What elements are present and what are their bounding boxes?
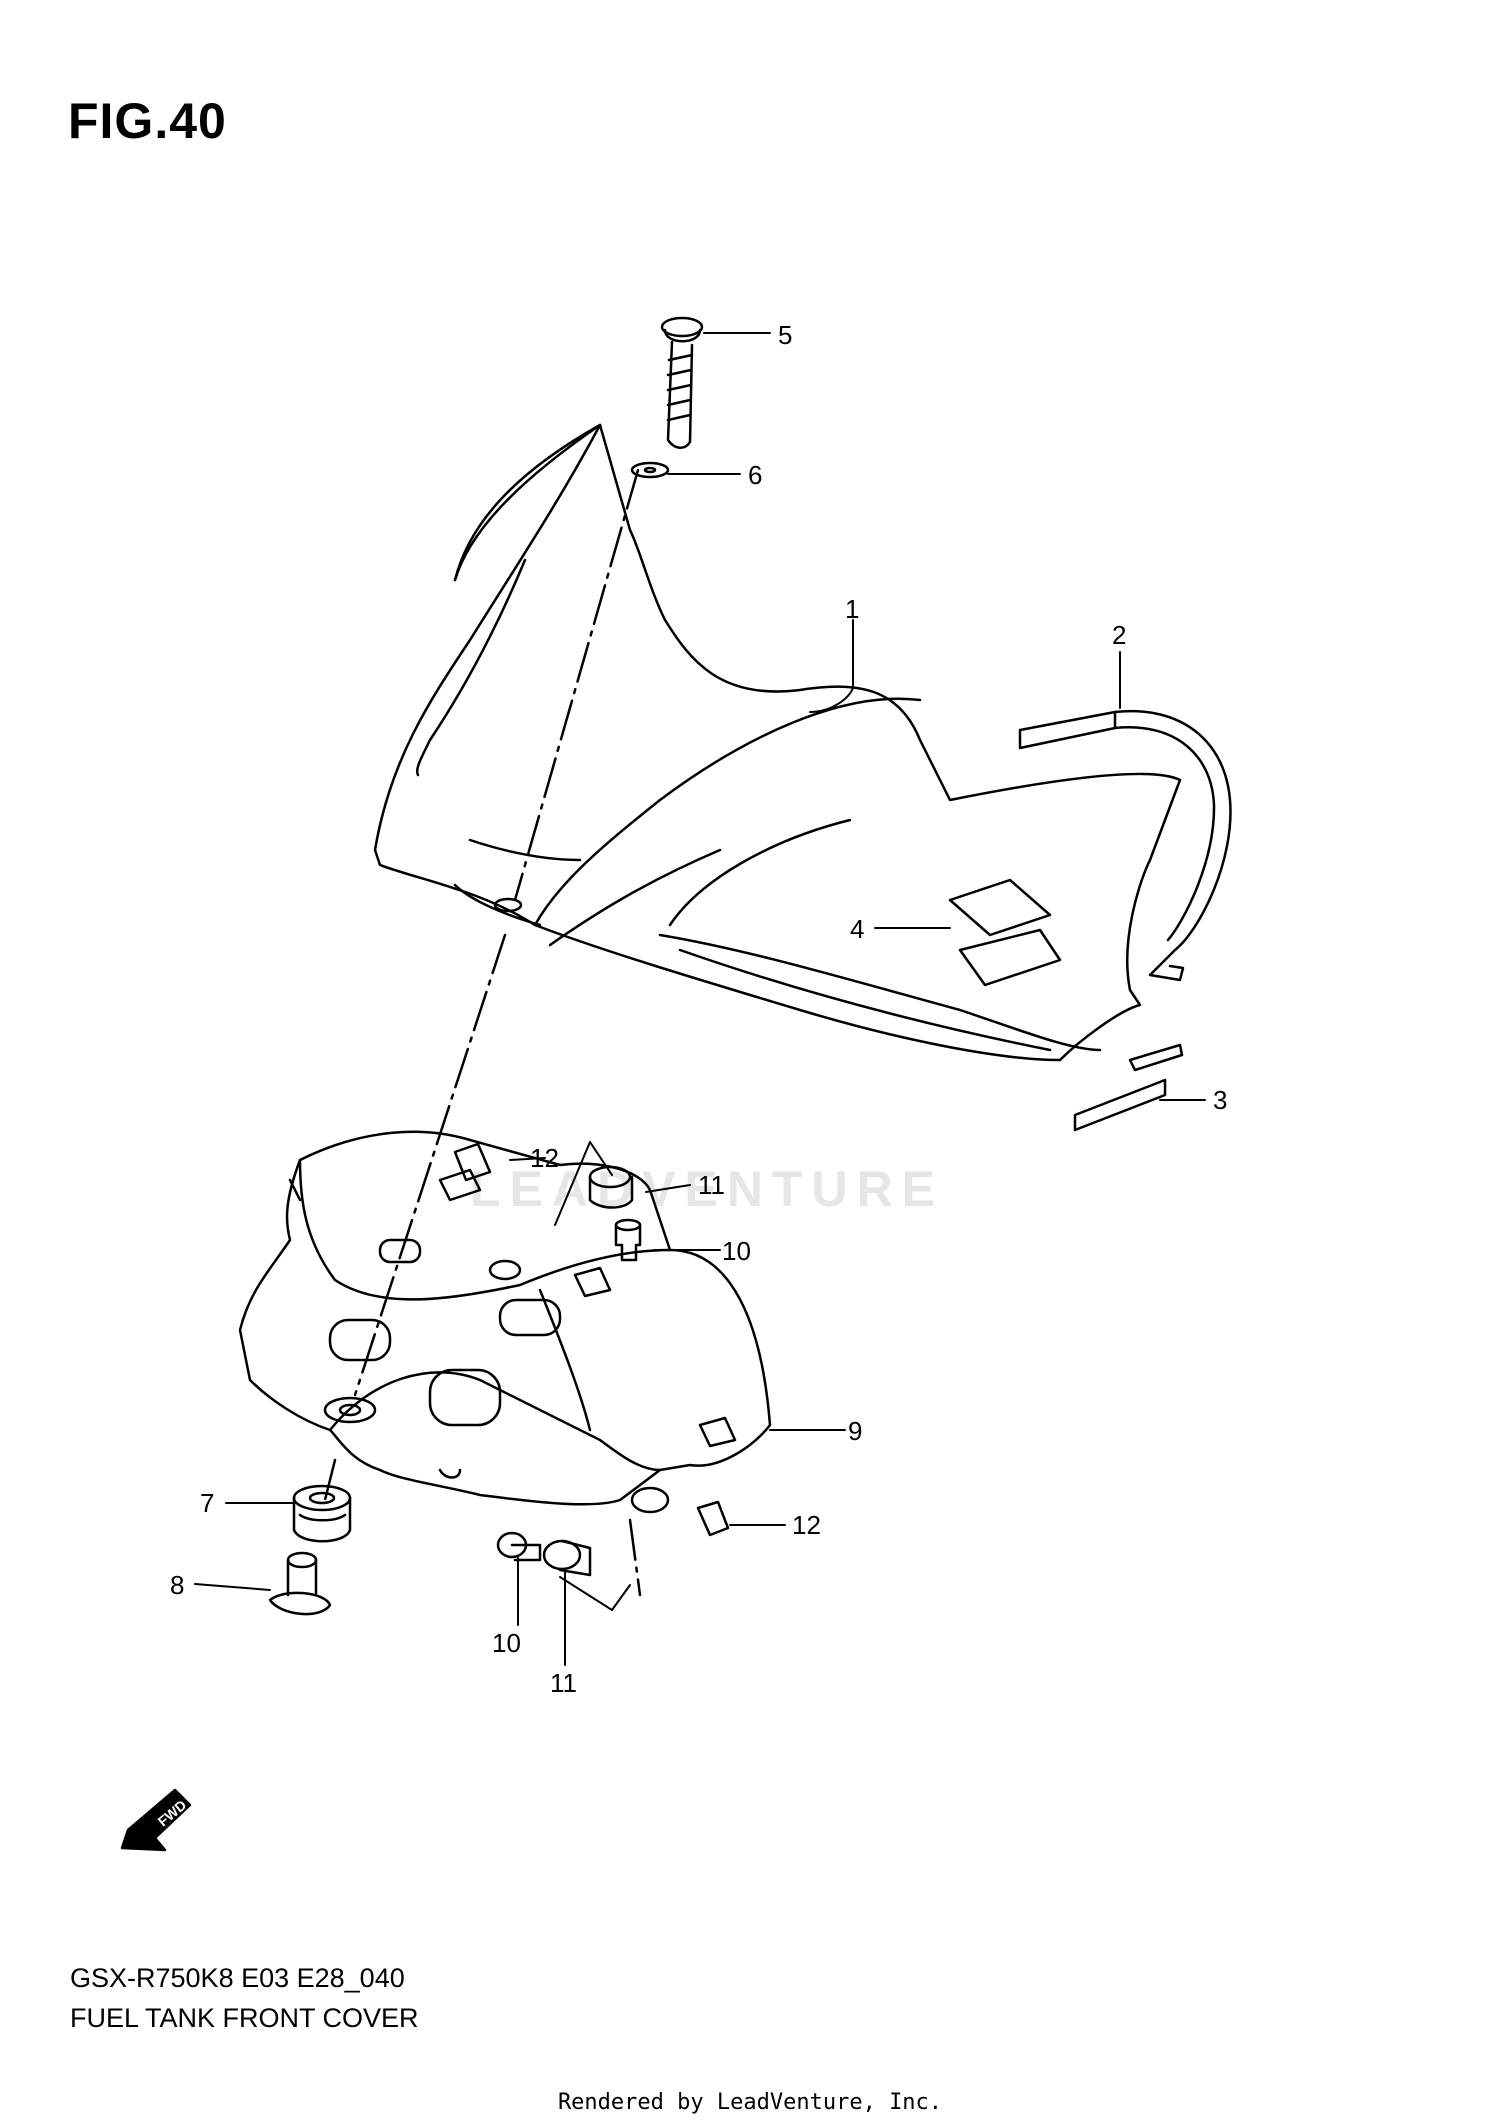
rendered-by-credit: Rendered by LeadVenture, Inc. xyxy=(557,2090,943,2115)
alignment-lines xyxy=(323,468,642,1597)
callout-4: 4 xyxy=(850,914,865,944)
callout-6: 6 xyxy=(748,460,763,490)
callout-7: 7 xyxy=(200,1488,215,1518)
watermark-text: LEADVENTURE xyxy=(470,1161,945,1217)
forward-arrow-icon xyxy=(120,1788,192,1852)
washer-part xyxy=(630,461,670,479)
callout-3: 3 xyxy=(1213,1085,1228,1115)
front-cover-part xyxy=(373,423,1182,1062)
callout-11-lower: 11 xyxy=(550,1668,577,1698)
callout-8: 8 xyxy=(170,1570,185,1600)
collar-part-8 xyxy=(268,1551,332,1616)
callout-5: 5 xyxy=(778,320,793,350)
screw-part xyxy=(660,316,704,449)
grommet-part-7 xyxy=(292,1484,352,1543)
small-strip-part xyxy=(1073,1043,1184,1132)
diagram-name: FUEL TANK FRONT COVER xyxy=(70,2003,419,2033)
diagram-code: GSX-R750K8 E03 E28_040 xyxy=(70,1963,405,1993)
leader-lines xyxy=(194,332,1206,1666)
callout-12-upper: 12 xyxy=(530,1143,559,1173)
callout-12-lower: 12 xyxy=(792,1510,821,1540)
callout-1: 1 xyxy=(845,594,860,624)
callout-2: 2 xyxy=(1112,620,1127,650)
callout-10-lower: 10 xyxy=(492,1628,521,1658)
lower-bracket-part xyxy=(238,1130,772,1514)
callout-10-upper: 10 xyxy=(722,1236,751,1266)
callout-11-upper: 11 xyxy=(698,1170,725,1200)
callout-9: 9 xyxy=(848,1416,863,1446)
bolt-part-10 xyxy=(496,1218,642,1562)
grommet-part-11 xyxy=(542,1165,634,1577)
grouping-brackets xyxy=(554,1141,631,1611)
figure-title: FIG.40 xyxy=(68,93,227,149)
trim-strip-part xyxy=(1018,709,1232,982)
clip-part-12 xyxy=(453,1142,730,1537)
